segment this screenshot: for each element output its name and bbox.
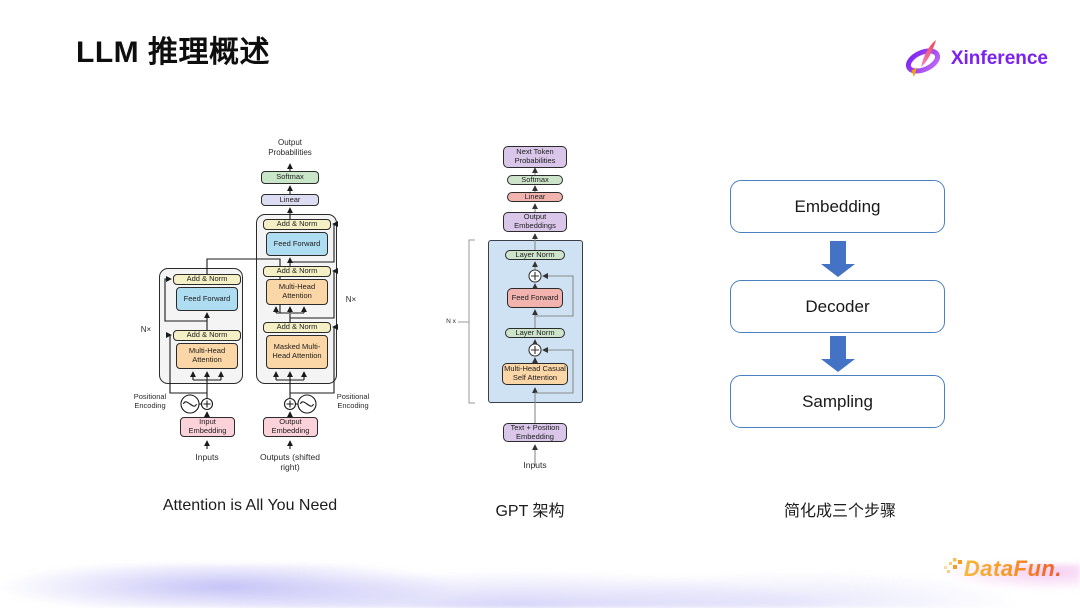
decoder-multi-head-attention-box: Multi-Head Attention — [266, 279, 328, 305]
decoder-add-norm-1-box: Add & Norm — [263, 219, 331, 230]
sine-wave-circle-icon — [180, 394, 317, 414]
encoder-add-norm-1-box: Add & Norm — [173, 274, 241, 285]
gpt-inputs-label: Inputs — [523, 460, 547, 470]
output-embeddings-box: Output Embeddings — [503, 212, 567, 232]
pipeline-step-sampling: Sampling — [730, 375, 945, 428]
linear-box: Linear — [261, 194, 319, 206]
encoder-multi-head-attention-box: Multi-Head Attention — [176, 343, 238, 369]
transformer-figure: Output Probabilities Softmax Linear Add … — [130, 135, 380, 485]
multi-head-casual-self-attention-box: Multi-Head Casual Self Attention — [502, 363, 568, 385]
footer-gradient-wave — [0, 564, 1080, 608]
next-token-probabilities-box: Next Token Probabilities — [503, 146, 567, 168]
page-title: LLM 推理概述 — [76, 36, 270, 69]
down-arrow-icon — [821, 336, 855, 372]
pipeline-step-embedding: Embedding — [730, 180, 945, 233]
output-probabilities-label: Output Probabilities — [268, 138, 312, 157]
pipeline-step-decoder: Decoder — [730, 280, 945, 333]
datafun-pixels-icon — [943, 558, 962, 573]
gpt-arrows — [458, 167, 574, 466]
text-position-embedding-box: Text + Position Embedding — [503, 423, 567, 442]
gpt-nx-label: N x — [446, 318, 456, 325]
layer-norm-1-box: Layer Norm — [505, 250, 565, 260]
datafun-logo: DataFun. — [943, 556, 1062, 582]
pipeline-arrows — [821, 241, 855, 372]
datafun-wordmark: DataFun. — [963, 556, 1062, 581]
gpt-figure: Next Token Probabilities Softmax Linear … — [445, 138, 630, 478]
xinference-wordmark: Xinference — [950, 48, 1048, 69]
decoder-add-norm-2-box: Add & Norm — [263, 266, 331, 277]
gpt-feed-forward-box: Feed Forward — [507, 288, 563, 308]
decoder-nx-label: N× — [345, 295, 357, 304]
down-arrow-icon — [821, 241, 855, 277]
encoder-feed-forward-box: Feed Forward — [176, 287, 238, 311]
pipeline-caption: 简化成三个步骤 — [783, 503, 896, 520]
xinference-swoosh-icon — [905, 40, 940, 77]
gpt-softmax-box: Softmax — [507, 175, 563, 185]
inputs-label: Inputs — [195, 452, 219, 462]
layer-norm-2-box: Layer Norm — [505, 328, 565, 338]
encoder-add-norm-2-box: Add & Norm — [173, 330, 241, 341]
transformer-arrows — [164, 163, 339, 449]
encoder-nx-label: N× — [140, 325, 152, 334]
plus-circle-icon — [528, 269, 542, 357]
softmax-box: Softmax — [261, 171, 319, 184]
decoder-masked-multi-head-attention-box: Masked Multi-Head Attention — [266, 335, 328, 369]
plus-circle-icon — [200, 397, 297, 411]
decoder-feed-forward-box: Feed Forward — [266, 232, 328, 256]
transformer-caption: Attention is All You Need — [162, 497, 338, 514]
gpt-caption: GPT 架构 — [495, 503, 565, 520]
xinference-logo: Xinference — [900, 36, 1048, 82]
input-embedding-box: Input Embedding — [180, 417, 235, 437]
decoder-add-norm-3-box: Add & Norm — [263, 322, 331, 333]
positional-encoding-right-label: Positional Encoding — [336, 392, 370, 410]
gpt-linear-box: Linear — [507, 192, 563, 202]
outputs-label: Outputs (shifted right) — [259, 452, 320, 473]
pipeline-figure: Embedding Decoder Sampling — [715, 175, 965, 437]
output-embedding-box: Output Embedding — [263, 417, 318, 437]
positional-encoding-left-label: Positional Encoding — [133, 392, 167, 410]
